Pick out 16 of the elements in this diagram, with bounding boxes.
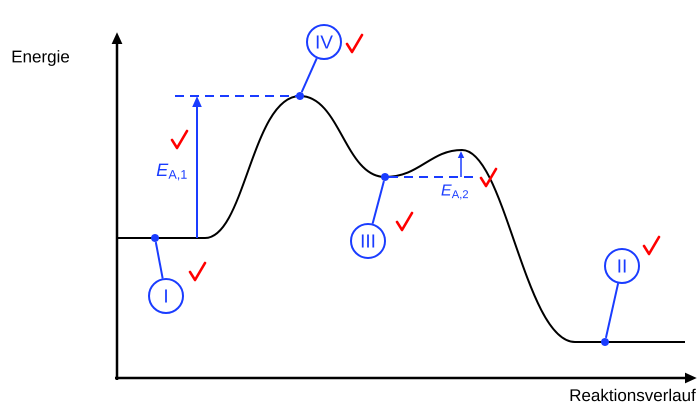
energy-label: E$_{A,2}$ — [441, 184, 468, 200]
point-marker — [381, 173, 389, 181]
callout-number: III — [350, 222, 386, 259]
callout-number: I — [148, 278, 184, 314]
point-marker — [296, 92, 304, 100]
leader-line — [300, 58, 318, 93]
point-marker — [151, 234, 159, 242]
axis-label: Energie — [12, 50, 70, 66]
callout-number: II — [604, 248, 640, 284]
leader-line — [154, 242, 164, 278]
callout-number: IV — [306, 24, 342, 60]
energy-label: E$_{A,1}$ — [156, 164, 187, 180]
leader-line — [604, 283, 620, 338]
point-marker — [601, 338, 609, 346]
leader-line — [372, 180, 385, 224]
axis-label: Reaktionsverlauf — [570, 388, 696, 402]
